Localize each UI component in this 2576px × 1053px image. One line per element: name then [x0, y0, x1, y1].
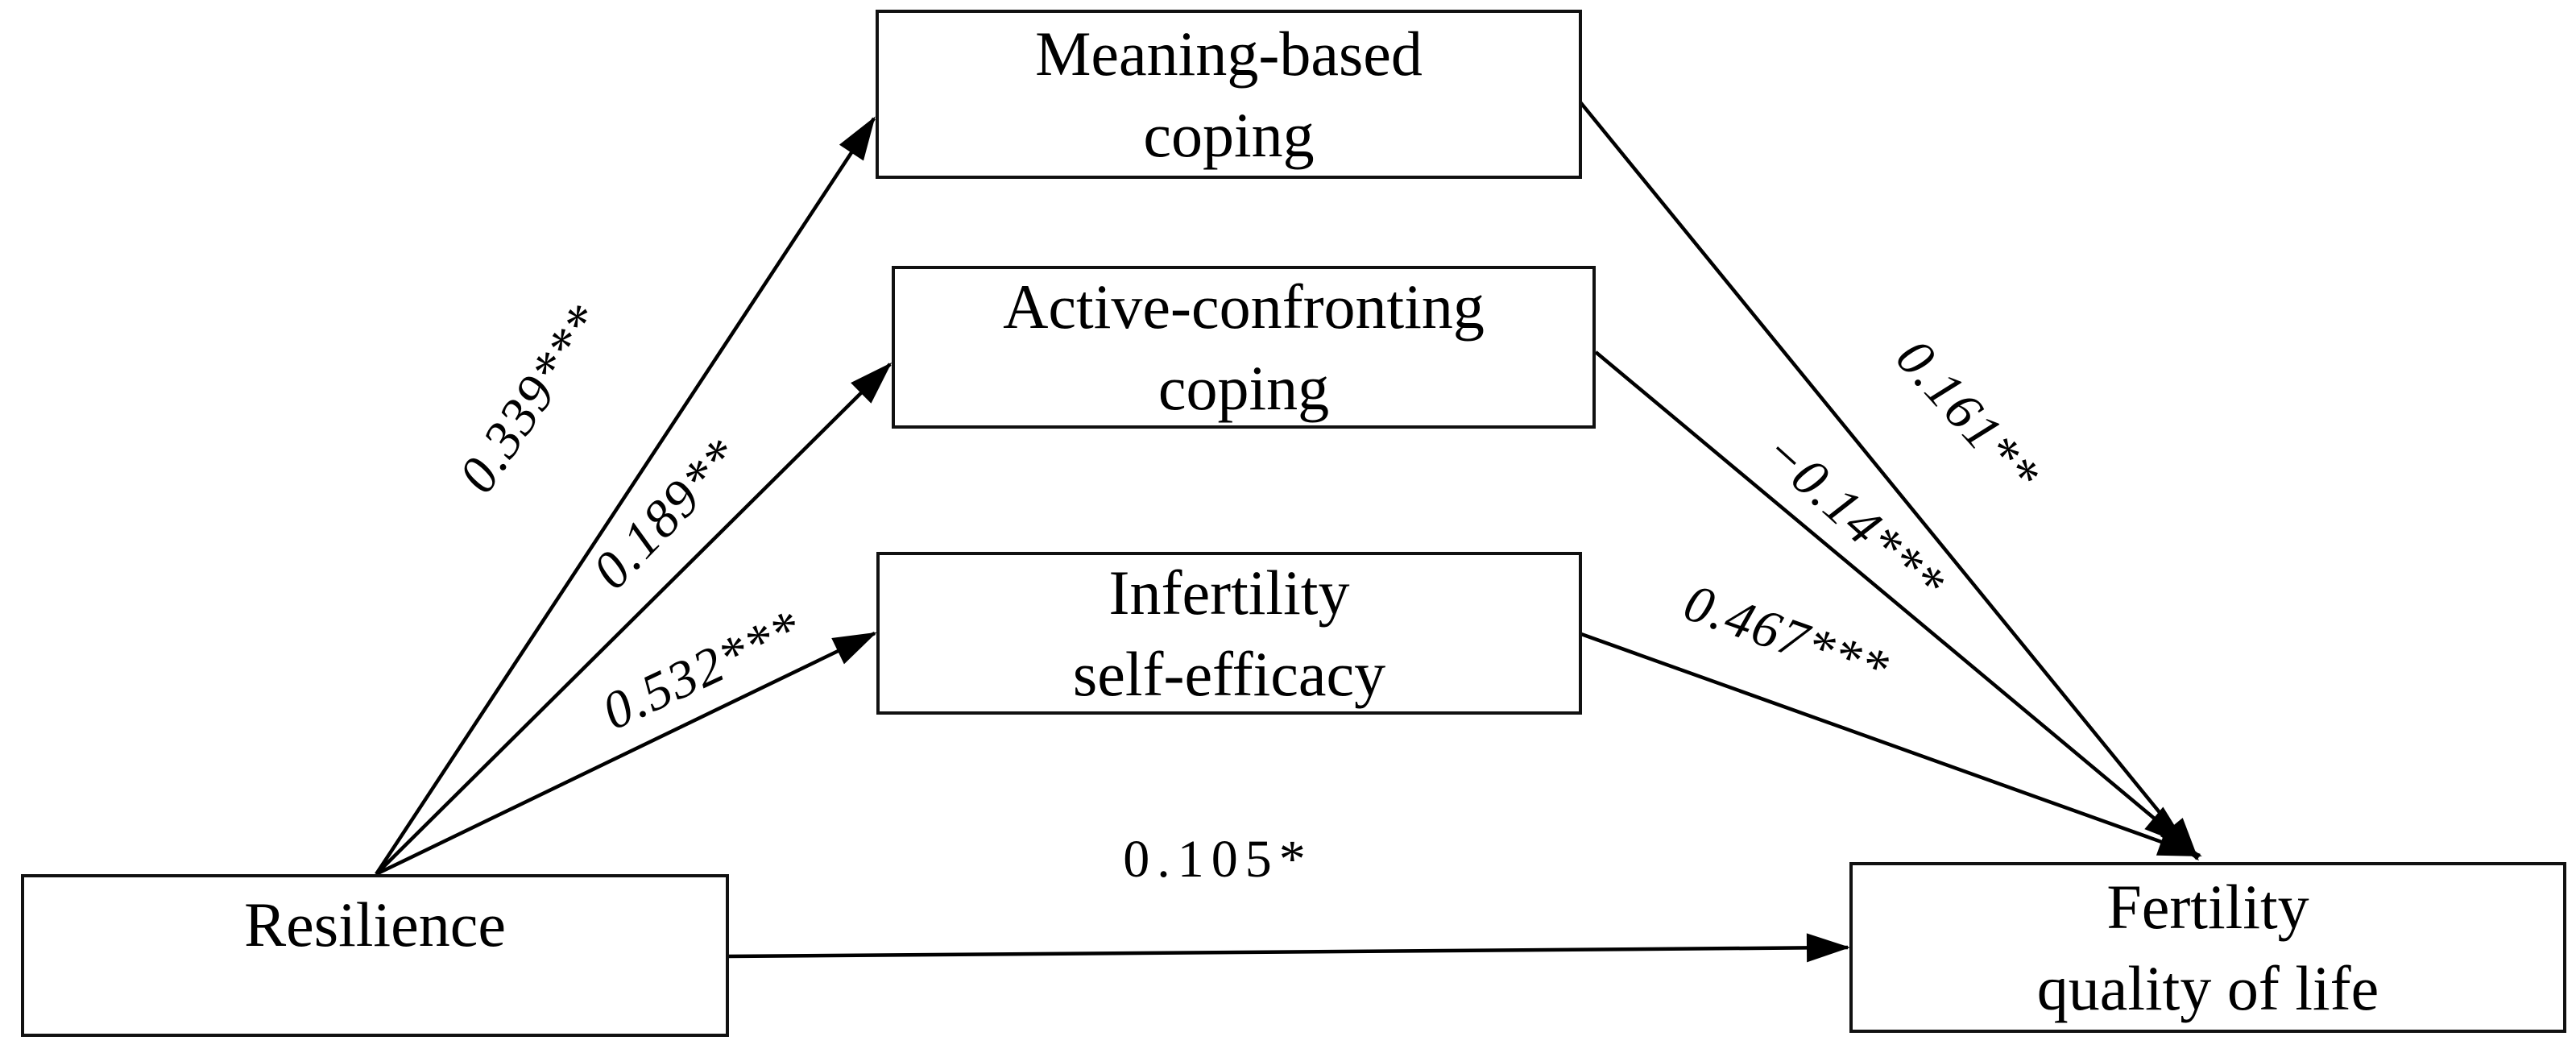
node-resilience: Resilience [21, 874, 729, 1037]
arrow-resilience-to-active-coping [375, 362, 892, 876]
node-label-line: coping [1143, 100, 1315, 170]
coefficient-resilience-fertility: 0.105* [1123, 830, 1313, 889]
node-label-line: coping [1158, 353, 1330, 423]
arrow-resilience-to-meaning-coping [375, 116, 876, 876]
node-infertility-self-efficacy: Infertility self-efficacy [876, 552, 1582, 715]
arrow-resilience-to-self-efficacy [375, 631, 877, 877]
arrow-meaning-coping-to-fertility-qol [1579, 101, 2199, 861]
node-label-line: quality of life [2036, 953, 2379, 1023]
arrow-resilience-to-fertility-qol [728, 933, 1850, 963]
arrow-self-efficacy-to-fertility-qol [1580, 632, 2202, 858]
node-meaning-based-coping: Meaning-based coping [876, 10, 1582, 179]
node-label-line: Active-confronting [1003, 271, 1485, 342]
node-label-line: self-efficacy [1072, 639, 1386, 709]
arrow-active-coping-to-fertility-qol [1594, 350, 2188, 846]
node-label-line: Fertility [2106, 871, 2309, 942]
node-fertility-quality-of-life: Fertility quality of life [1849, 862, 2566, 1033]
node-label-line: Meaning-based [1035, 18, 1423, 89]
node-label-line: Infertility [1108, 557, 1350, 628]
node-label-line: Resilience [244, 889, 506, 960]
node-active-confronting-coping: Active-confronting coping [892, 266, 1596, 429]
